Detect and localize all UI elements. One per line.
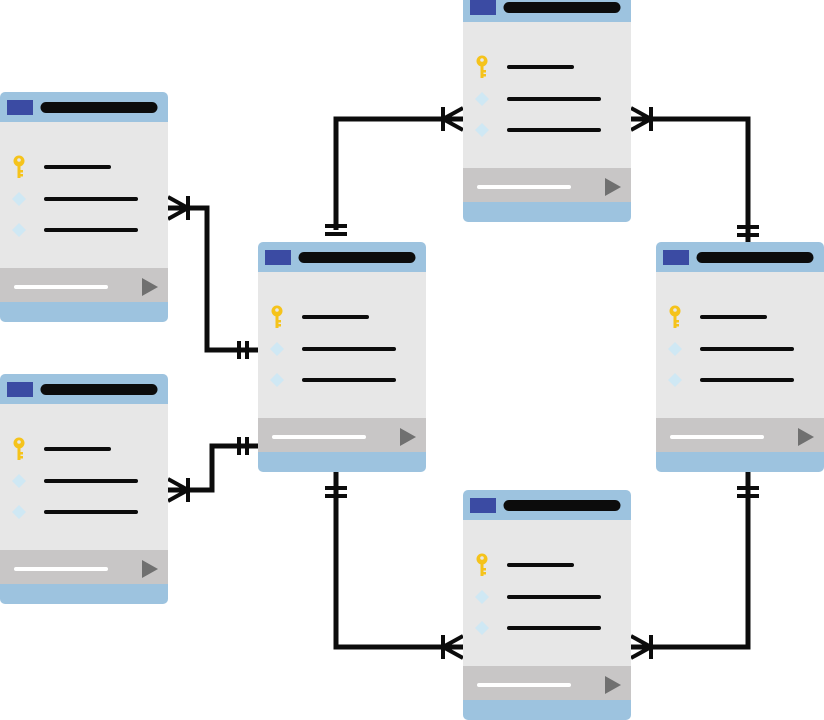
table-center — [258, 242, 426, 472]
play-icon[interactable] — [798, 428, 814, 446]
prong — [442, 117, 464, 132]
prong — [442, 645, 464, 660]
table-icon — [470, 0, 496, 15]
table-right — [656, 242, 824, 472]
one-cardinality-mark — [737, 486, 759, 498]
one-cardinality-mark — [737, 225, 759, 237]
diamond-icon — [475, 92, 489, 106]
table-body — [0, 404, 168, 550]
prong — [630, 117, 652, 132]
table-left-upper — [0, 92, 168, 322]
table-body — [656, 272, 824, 418]
table-icon — [265, 250, 291, 265]
connector-top-right — [631, 116, 751, 242]
connector-right-bottom — [631, 472, 751, 650]
table-top-center — [463, 0, 631, 222]
connector-center-bottom — [333, 472, 463, 650]
prong — [442, 634, 464, 649]
diamond-icon — [668, 342, 682, 356]
table-icon — [663, 250, 689, 265]
diamond-icon — [12, 505, 26, 519]
table-card — [0, 374, 168, 604]
connector-leftlower-center — [168, 443, 258, 493]
play-icon[interactable] — [605, 676, 621, 694]
key-icon — [13, 437, 25, 460]
one-cardinality-mark — [237, 437, 249, 455]
table-icon — [7, 100, 33, 115]
table-card — [463, 0, 631, 222]
many-cardinality-mark — [630, 106, 653, 132]
prong — [167, 206, 189, 221]
diamond-icon — [668, 373, 682, 387]
table-body — [0, 122, 168, 268]
diamond-icon — [475, 123, 489, 137]
many-cardinality-mark — [441, 106, 464, 132]
table-body — [463, 22, 631, 168]
prong — [630, 634, 652, 649]
play-icon[interactable] — [142, 560, 158, 578]
diamond-icon — [270, 373, 284, 387]
table-card — [0, 92, 168, 322]
play-icon[interactable] — [605, 178, 621, 196]
one-cardinality-mark — [325, 486, 347, 498]
one-cardinality-mark — [325, 224, 347, 236]
prong — [167, 195, 189, 210]
key-icon — [476, 553, 488, 576]
table-icon — [470, 498, 496, 513]
table-card — [258, 242, 426, 472]
key-icon — [271, 305, 283, 328]
prong — [167, 477, 189, 492]
prong — [630, 106, 652, 121]
many-cardinality-mark — [167, 195, 190, 221]
diamond-icon — [12, 223, 26, 237]
diamond-icon — [12, 474, 26, 488]
diamond-icon — [270, 342, 284, 356]
key-icon — [476, 55, 488, 78]
one-cardinality-mark — [237, 341, 249, 359]
prong — [167, 488, 189, 503]
diamond-icon — [12, 192, 26, 206]
table-body — [258, 272, 426, 418]
many-cardinality-mark — [630, 634, 653, 660]
table-left-lower — [0, 374, 168, 604]
prong — [442, 106, 464, 121]
table-card — [463, 490, 631, 720]
table-body — [463, 520, 631, 666]
diamond-icon — [475, 621, 489, 635]
table-icon — [7, 382, 33, 397]
key-icon — [13, 155, 25, 178]
table-card — [656, 242, 824, 472]
table-bottom-center — [463, 490, 631, 720]
key-icon — [669, 305, 681, 328]
prong — [630, 645, 652, 660]
connector-center-top — [333, 116, 463, 230]
play-icon[interactable] — [142, 278, 158, 296]
diamond-icon — [475, 590, 489, 604]
many-cardinality-mark — [167, 477, 190, 503]
connector-leftupper-center — [168, 205, 258, 353]
play-icon[interactable] — [400, 428, 416, 446]
many-cardinality-mark — [441, 634, 464, 660]
